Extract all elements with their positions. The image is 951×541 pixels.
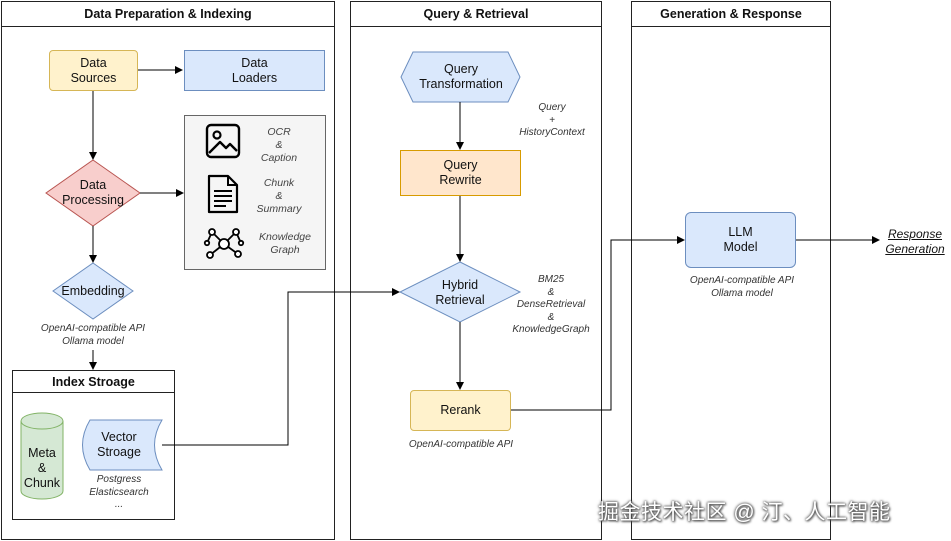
response-generation-output: Response Generation [885, 227, 945, 256]
query-transformation-label: Query Transformation [419, 62, 503, 91]
panel-title-data-preparation: Data Preparation & Indexing [2, 2, 334, 27]
knowledge-graph-label: Knowledge Graph [259, 231, 311, 256]
index-storage-title: Index Stroage [12, 370, 175, 393]
watermark-text: 掘金技术社区 @ 汀、人工智能 [598, 501, 891, 524]
embedding-diamond [52, 262, 134, 320]
data-processing-label: Data Processing [62, 178, 124, 207]
arrow-vector-to-retrieval [180, 288, 400, 446]
meta-chunk-label: Meta & Chunk [23, 445, 61, 490]
query-context-note: Query + HistoryContext [519, 102, 585, 138]
llm-model-node: LLM Model [685, 212, 796, 268]
panel-title-query-retrieval: Query & Retrieval [351, 2, 601, 27]
data-sources-node: Data Sources [49, 50, 138, 91]
panel-title-generation-response: Generation & Response [632, 2, 830, 27]
chunk-summary-label: Chunk & Summary [256, 177, 302, 215]
data-loaders-node: Data Loaders [184, 50, 325, 91]
rerank-api-note: OpenAI-compatible API [408, 439, 514, 450]
image-icon [204, 122, 242, 160]
query-transformation-hexagon [400, 51, 521, 103]
embedding-api-note: OpenAI-compatible API Ollama model [40, 323, 146, 347]
vector-storage-label: Vector Stroage [97, 430, 141, 459]
ocr-caption-label: OCR & Caption [260, 126, 298, 164]
storage-backends-note: Postgress Elasticsearch ... [89, 474, 149, 510]
query-rewrite-node: Query Rewrite [400, 150, 521, 196]
llm-api-note: OpenAI-compatible API Ollama model [689, 275, 795, 299]
hybrid-retrieval-label: Hybrid Retrieval [435, 278, 485, 307]
document-icon [206, 173, 240, 215]
arrow-rerank-to-llm [511, 236, 685, 411]
retrieval-methods-note: BM25 & DenseRetrieval & KnowledgeGraph [512, 274, 590, 335]
rerank-node: Rerank [410, 390, 511, 431]
panel-generation-response: Generation & Response [631, 1, 831, 540]
embedding-label: Embedding [61, 283, 125, 298]
knowledge-graph-icon [203, 224, 245, 264]
